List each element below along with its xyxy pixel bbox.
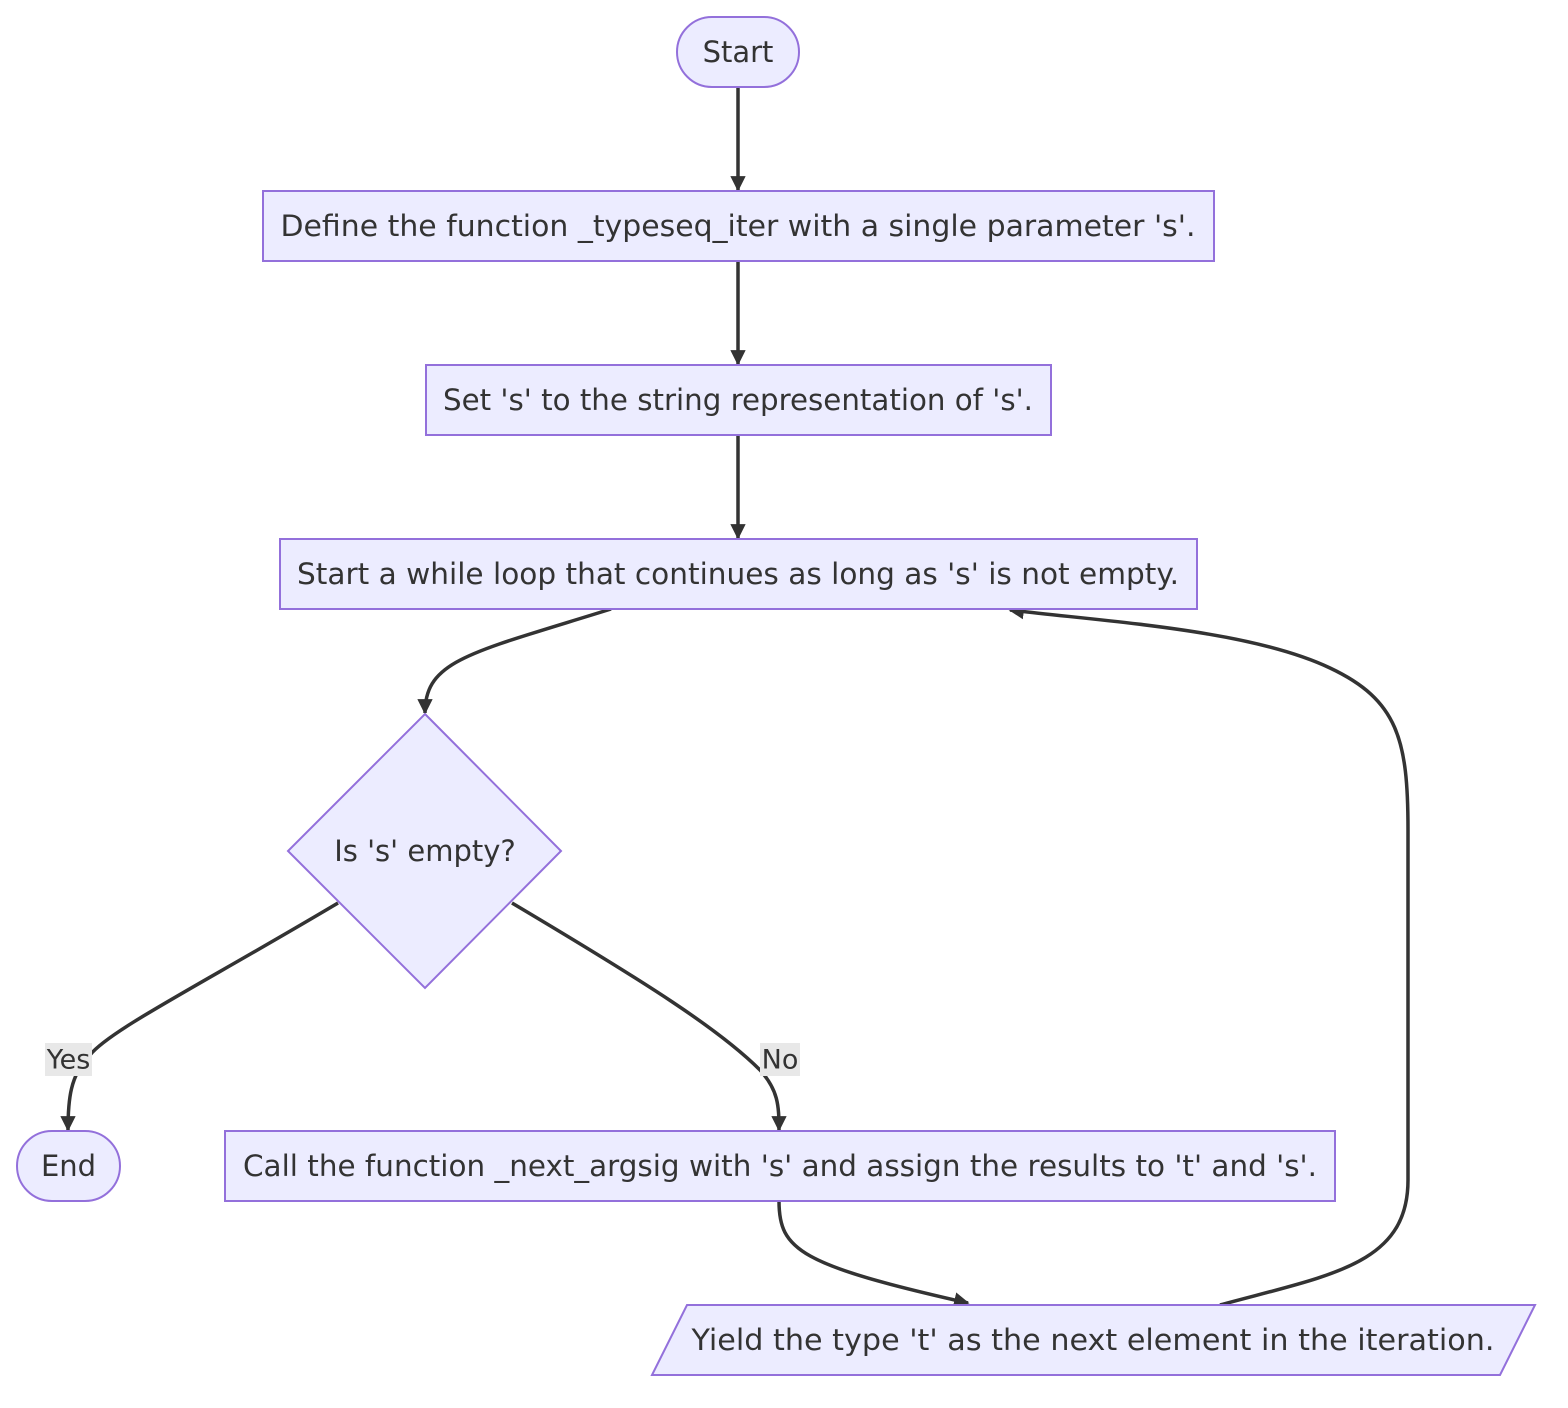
node-define-function: Define the function _typeseq_iter with a… — [262, 190, 1215, 262]
node-set-s-label: Set 's' to the string representation of … — [443, 383, 1033, 417]
edges — [60, 87, 1410, 1308]
node-while-loop: Start a while loop that continues as lon… — [279, 538, 1198, 610]
edge-label-no: No — [760, 1043, 800, 1076]
node-end-label: End — [41, 1149, 96, 1183]
node-while-loop-label: Start a while loop that continues as lon… — [297, 557, 1179, 591]
node-call-next-argsig: Call the function _next_argsig with 's' … — [224, 1130, 1336, 1202]
edge-label-yes-text: Yes — [46, 1045, 91, 1076]
edge-yield-to-while-loop — [1008, 604, 1410, 1307]
edge-call-next-to-yield — [777, 1200, 970, 1308]
node-is-empty-decision: Is 's' empty? — [286, 712, 563, 990]
node-is-empty-label: Is 's' empty? — [334, 834, 516, 868]
edge-while-loop-to-is-empty — [417, 607, 612, 715]
node-define-function-label: Define the function _typeseq_iter with a… — [281, 209, 1196, 243]
node-start: Start — [676, 16, 800, 88]
node-call-next-argsig-label: Call the function _next_argsig with 's' … — [243, 1149, 1317, 1183]
edge-label-no-text: No — [762, 1045, 799, 1076]
node-yield-t: Yield the type 't' as the next element i… — [650, 1304, 1537, 1376]
node-end: End — [16, 1130, 121, 1202]
node-start-label: Start — [703, 35, 774, 69]
node-yield-t-label: Yield the type 't' as the next element i… — [690, 1323, 1494, 1357]
edge-is-empty-to-end — [60, 901, 339, 1132]
edge-label-yes: Yes — [45, 1043, 92, 1076]
node-set-s: Set 's' to the string representation of … — [425, 364, 1052, 436]
edge-is-empty-to-call-next — [511, 901, 787, 1132]
